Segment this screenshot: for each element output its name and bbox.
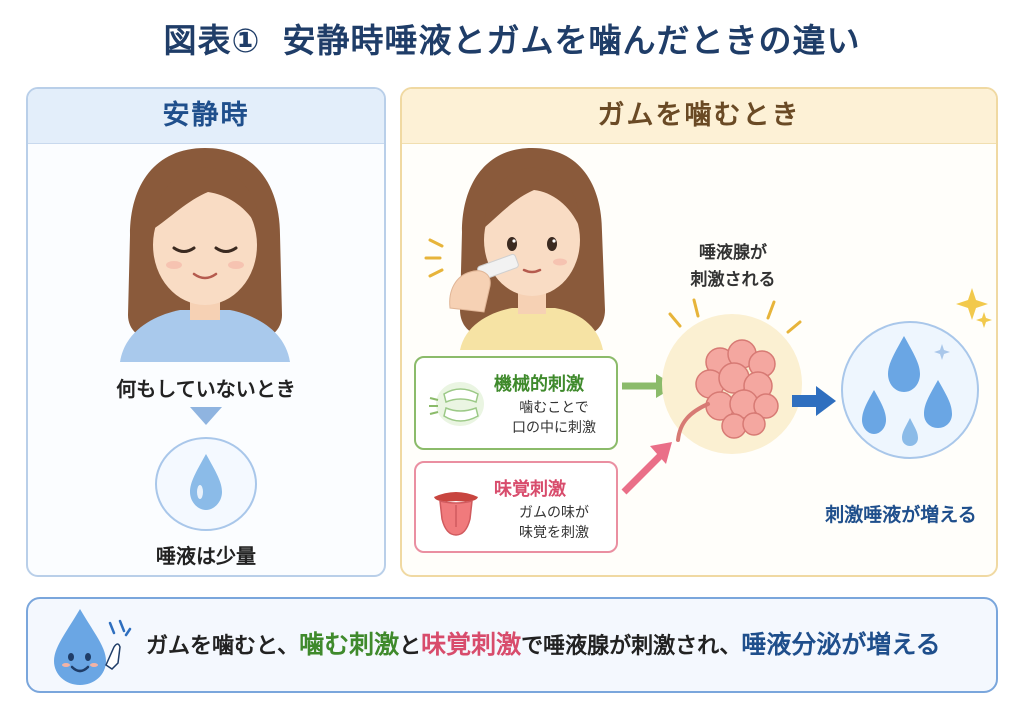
- summary-chewing-stimulus: 噛む刺激: [299, 630, 400, 659]
- figure-number: 図表①: [163, 21, 261, 60]
- taste-title: 味覚刺激: [494, 479, 566, 500]
- mechanical-description: 噛むことで 口の中に刺激: [494, 398, 614, 438]
- tongue-icon: [434, 492, 478, 536]
- summary-message: ガムを噛むと、噛む刺激と味覚刺激で唾液腺が刺激され、唾液分泌が増える: [146, 599, 941, 691]
- gland-label-line1: 唾液腺が: [699, 243, 767, 263]
- resting-result: 唾液は少量: [156, 544, 256, 568]
- taste-desc-line1: ガムの味が: [519, 505, 589, 521]
- taste-desc-line2: 味覚を刺激: [519, 525, 589, 541]
- summary-saliva-increase: 唾液分泌が増える: [741, 630, 941, 659]
- summary-part5: で唾液腺が刺激され、: [521, 634, 742, 659]
- chewing-header: ガムを噛むとき: [402, 89, 996, 144]
- mechanical-desc-line1: 噛むことで: [519, 400, 589, 416]
- down-arrow-icon: [190, 407, 222, 425]
- taste-stimulus-box: 味覚刺激 ガムの味が 味覚を刺激: [414, 461, 618, 553]
- gland-label: 唾液腺が 刺激される: [668, 240, 798, 294]
- gland-label-line2: 刺激される: [690, 270, 776, 290]
- title-text: 安静時唾液とガムを噛んだときの違い: [282, 21, 861, 60]
- blue-arrow-icon: [792, 386, 836, 416]
- summary-taste-stimulus: 味覚刺激: [421, 630, 522, 659]
- resting-woman-illustration: [120, 148, 290, 362]
- resting-header: 安静時: [28, 89, 384, 144]
- summary-part1: ガムを噛むと、: [146, 634, 300, 659]
- taste-description: ガムの味が 味覚を刺激: [494, 503, 614, 543]
- summary-box: ガムを噛むと、噛む刺激と味覚刺激で唾液腺が刺激され、唾液分泌が増える: [26, 597, 998, 693]
- chewing-woman-illustration: [424, 148, 605, 350]
- resting-caption: 何もしていないとき: [116, 377, 296, 401]
- summary-part3: と: [399, 634, 422, 659]
- pink-arrow-icon: [621, 442, 672, 495]
- page-title: 図表① 安静時唾液とガムを噛んだときの違い: [0, 14, 1024, 62]
- chewing-result: 刺激唾液が増える: [825, 504, 977, 526]
- teeth-icon: [429, 382, 484, 426]
- many-droplets-icon: [841, 288, 992, 459]
- mechanical-stimulus-box: 機械的刺激 噛むことで 口の中に刺激: [414, 356, 618, 450]
- salivary-gland-illustration: [662, 298, 802, 454]
- mechanical-title: 機械的刺激: [494, 374, 584, 395]
- droplet-mascot-icon: [54, 609, 132, 685]
- small-droplet-icon: [155, 437, 257, 531]
- mechanical-desc-line2: 口の中に刺激: [512, 420, 596, 436]
